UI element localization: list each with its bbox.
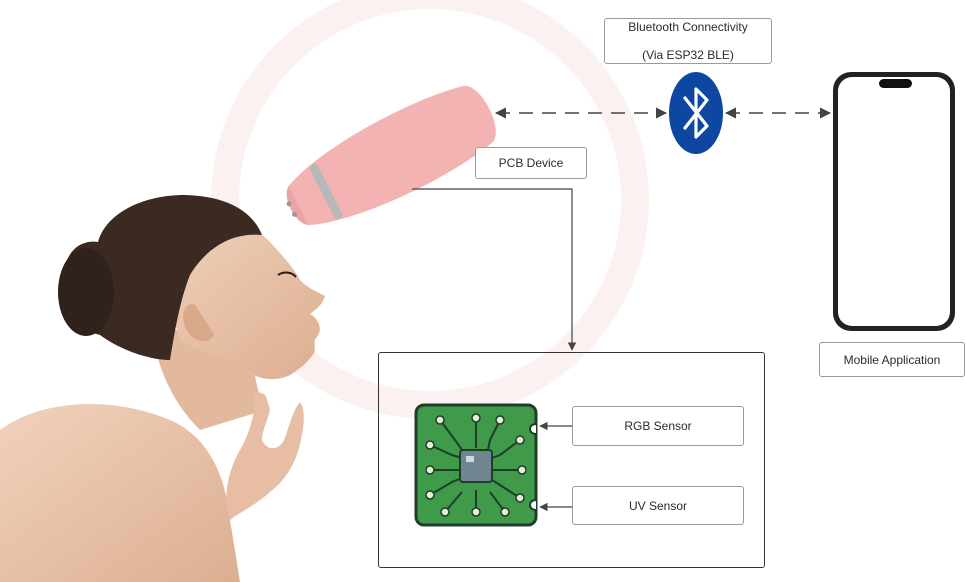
pcb-device-label-text: PCB Device	[499, 156, 564, 170]
uv-sensor-label-text: UV Sensor	[629, 499, 687, 513]
bluetooth-icon	[669, 72, 723, 154]
pcb-to-board-arrow	[412, 189, 572, 350]
handheld-scanner-icon	[272, 73, 507, 245]
pcb-device-label: PCB Device	[475, 147, 587, 179]
mobile-application-label: Mobile Application	[819, 342, 965, 377]
pcb-detail-container	[378, 352, 765, 568]
mobile-application-label-text: Mobile Application	[844, 353, 941, 367]
bluetooth-connectivity-label: Bluetooth Connectivity (Via ESP32 BLE)	[604, 18, 772, 64]
smartphone-icon	[833, 72, 955, 331]
rgb-sensor-label: RGB Sensor	[572, 406, 744, 446]
bluetooth-label-line1: Bluetooth Connectivity	[628, 20, 747, 34]
uv-sensor-label: UV Sensor	[572, 486, 744, 525]
rgb-sensor-label-text: RGB Sensor	[624, 419, 691, 433]
bluetooth-label-line2: (Via ESP32 BLE)	[628, 48, 747, 62]
woman-profile-illustration	[0, 195, 325, 582]
